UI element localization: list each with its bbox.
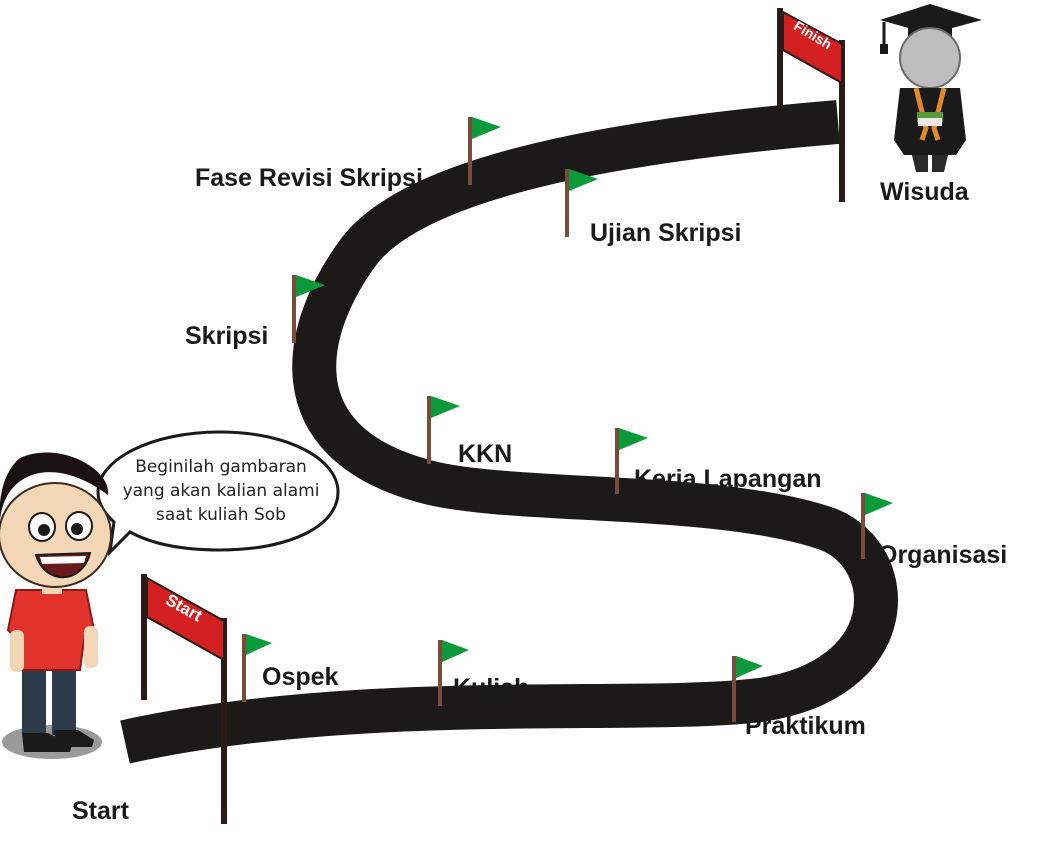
flag-organisasi: [861, 493, 893, 559]
flag-ospek: [242, 634, 272, 702]
graduate-character: [880, 4, 982, 172]
flag-ujian-skripsi: [565, 169, 598, 237]
flag-fase-revisi: [468, 117, 501, 185]
label-skripsi: Skripsi: [185, 322, 269, 350]
bubble-line-2: yang akan kalian alami: [122, 481, 320, 501]
label-kkn: KKN: [458, 440, 513, 468]
flag-kkn: [427, 396, 460, 464]
student-character: [0, 452, 112, 759]
bubble-line-3: saat kuliah Sob: [156, 505, 286, 525]
label-ujian-skripsi: Ujian Skripsi: [590, 219, 742, 247]
label-kuliah: Kuliah: [453, 674, 530, 702]
speech-bubble-text: Beginilah gambaran yang akan kalian alam…: [106, 456, 336, 527]
finish-gate: Finish: [777, 8, 845, 202]
flag-skripsi: [292, 275, 325, 343]
label-organisasi: Organisasi: [878, 541, 1008, 569]
label-kerja-lapangan: Kerja Lapangan: [634, 465, 822, 493]
speech-bubble: [96, 430, 340, 557]
flag-kuliah: [438, 640, 469, 706]
bubble-line-1: Beginilah gambaran: [135, 457, 307, 477]
label-wisuda: Wisuda: [880, 178, 969, 206]
label-ospek: Ospek: [262, 663, 339, 691]
road-path: [120, 100, 898, 764]
start-gate: Start: [141, 574, 227, 824]
flag-kerja-lapangan: [615, 428, 648, 494]
label-praktikum: Praktikum: [745, 712, 866, 740]
label-start: Start: [72, 797, 129, 825]
flag-praktikum: [732, 656, 763, 722]
label-fase-revisi: Fase Revisi Skripsi: [195, 164, 423, 192]
